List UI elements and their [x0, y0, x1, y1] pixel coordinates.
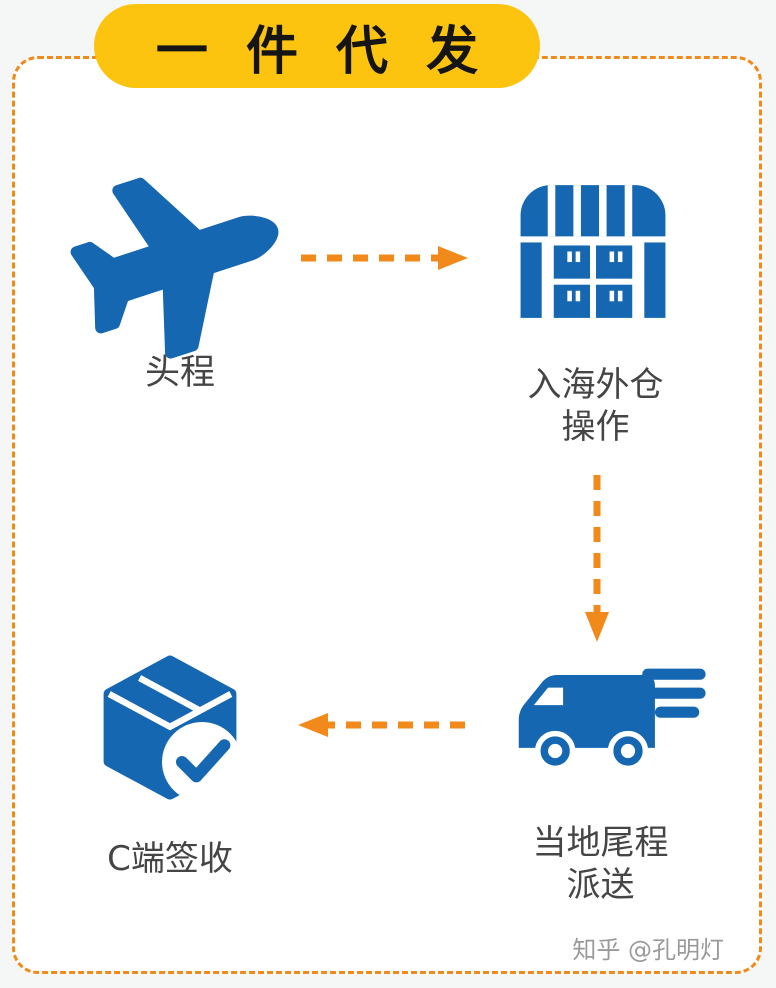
delivery-truck-icon [506, 656, 712, 789]
page-title: 一 件 代 发 [155, 21, 489, 82]
warehouse-icon [510, 176, 676, 327]
step-label-text: 派送 [566, 865, 635, 905]
package-check-icon [90, 650, 250, 810]
airplane-icon [70, 170, 290, 359]
arrow-left-icon [296, 710, 468, 744]
step-label-text: 入海外仓 [527, 365, 664, 405]
title-badge: 一 件 代 发 [94, 4, 540, 88]
step-label-text: 头程 [144, 353, 215, 393]
watermark: 知乎 @孔明灯 [572, 936, 724, 964]
step-label-first-leg: 头程 [70, 352, 290, 394]
step-label-last-mile: 当地尾程 派送 [498, 822, 703, 906]
arrow-right-icon [298, 243, 470, 277]
step-label-text: 当地尾程 [532, 823, 669, 863]
step-label-c-end-sign-off: C端签收 [58, 838, 282, 880]
arrow-down-icon [582, 472, 612, 648]
step-label-overseas-warehouse: 入海外仓 操作 [498, 364, 693, 448]
step-label-text: 操作 [561, 407, 630, 447]
step-label-text: C端签收 [107, 839, 233, 879]
